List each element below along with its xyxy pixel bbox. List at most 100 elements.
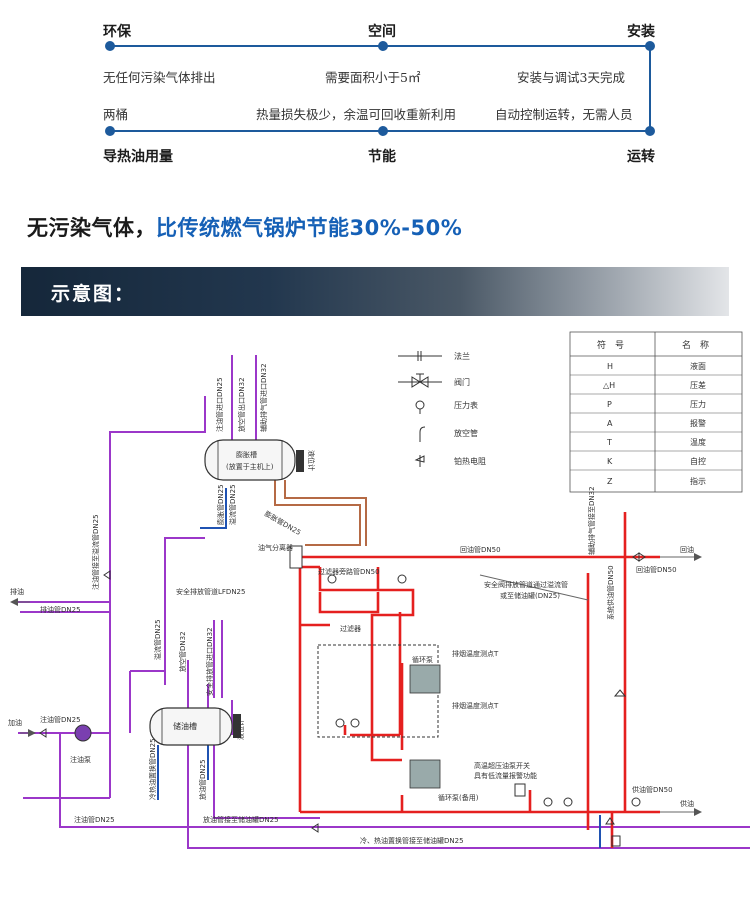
safety-note2: 或至储油罐(DN25) [500,591,560,600]
feature-desc: 需要面积小于5㎡ [325,70,421,85]
expansion-pipe-label: 膨胀管DN25 [263,509,303,537]
symbol-legend: 法兰 阀门 压力表 放空管 铂热电阻 [398,351,486,467]
banner-title: 示意图： [51,283,136,305]
feature-dot [645,41,655,51]
expansion-tank-sublabel: (放置于主机上) [226,462,274,471]
filter-bypass-label: 过滤器旁路管DN50 [318,567,380,576]
legend-symbol: Z [607,477,613,486]
pressure-gauges [327,574,641,807]
brown-pipe [274,480,367,546]
return-main-label: 回油管DN50 [460,545,501,554]
legend-flange-label: 法兰 [454,351,470,361]
purple-pipes [18,355,750,849]
valves [39,552,646,847]
legend-symbol: T [606,438,612,447]
circ-pump-label: 循环泵 [412,655,433,664]
v-l6: 液位计 [236,719,245,740]
supply-label: 供油 [680,799,694,808]
fill-main-label: 注油管DN25 [74,815,115,824]
feature-dot [105,126,115,136]
safety-note1: 安全阀排放管道通过溢流管 [484,580,568,589]
feature-title: 空间 [368,24,396,40]
v-h2: 放空管出口DN32 [237,377,246,432]
feature-title: 环保 [103,24,131,40]
storage-tank: 储油槽 [149,707,241,746]
feature-desc: 无任何污染气体排出 [103,70,216,85]
gas-separator: 油气分离器 [258,543,303,569]
exhaust-label: 排油 [10,587,24,596]
bottom-pipe-label: 冷、热油置换管接至储油罐DN25 [360,836,464,845]
feature-title: 节能 [368,149,396,165]
main-supply-v-label: 系统供油管DN50 [606,565,615,620]
legend-symbol: A [607,419,613,428]
blue-pipes [157,488,601,848]
legend-symbol: △H [603,381,615,390]
headline-part1: 无污染气体， [27,216,156,240]
v-aux: 辅助排气管接至DN32 [587,486,596,555]
schematic-diagram: 符 号 名 称 H 液面 △H 压差 P 压力 A 报警 T 温度 K 自控 Z… [8,331,750,849]
feature-desc: 两桶 [103,107,129,122]
v-h3: 辅助排气管进口DN32 [259,363,268,432]
section-banner: 示意图： [21,267,729,316]
gas-sep-label: 油气分离器 [258,543,293,552]
temp1-label: 排烟温度测点T [452,649,499,658]
feature-dot [105,41,115,51]
feature-desc: 安装与调试3天完成 [517,70,625,85]
legend-symbol: H [607,362,613,371]
level-gauge-label: 液位计 [307,450,316,471]
v-l2: 放空管DN32 [178,631,187,672]
legend-vent-label: 放空管 [454,428,478,438]
fill-pipe-label: 注油管DN25 [40,715,81,724]
expansion-tank: 膨胀槽 (放置于主机上) 液位计 [204,439,316,481]
control-note2: 具有低流量报警功能 [474,771,537,780]
feature-title: 安装 [627,24,655,40]
feature-desc: 热量损失极少，余温可回收重新利用 [256,107,457,122]
legend-name: 自控 [690,456,706,466]
feature-desc: 自动控制运转，无需人员 [495,107,633,122]
legend-symbol: K [607,457,613,466]
fill-pump-icon: 注油泵 [70,724,92,764]
legend-table: 符 号 名 称 H 液面 △H 压差 P 压力 A 报警 T 温度 K 自控 Z… [569,331,743,493]
v-fill-overflow: 注油管接至溢流管DN25 [91,514,100,590]
v-l1: 溢流管DN25 [153,619,162,660]
v-l3: 安全排放管进口DN32 [205,627,214,696]
feature-title: 导热油用量 [103,149,173,165]
legend-symbol: P [607,400,612,409]
headline-part2: 比传统燃气锅炉节能30%-50% [156,216,463,240]
legend-valve-label: 阀门 [454,377,470,387]
furnace-box: 循环泵 循环泵(备用) 排烟温度测点T 排烟温度测点T [317,644,499,802]
feature-dot [645,126,655,136]
legend-name: 温度 [690,437,706,447]
storage-tank-label: 储油槽 [173,721,197,731]
feature-line-right [649,45,651,132]
legend-name: 压差 [690,380,706,390]
v-l5: 放油管DN25 [198,759,207,800]
control-note1: 高温超压油泵开关 [474,761,530,770]
v-h5: 溢流管DN25 [228,484,237,525]
legend-pt-label: 铂热电阻 [454,456,486,466]
feature-dot [378,126,388,136]
legend-name: 液面 [690,361,706,371]
feature-dot [378,41,388,51]
v-h1: 注油管进口DN25 [215,377,224,432]
fill-pump-label: 注油泵 [70,755,91,764]
safety-pipe-label: 安全排放管道LFDN25 [176,587,245,596]
drain-low-label: 放油管接至储油罐DN25 [203,815,279,824]
temp2-label: 排烟温度测点T [452,701,499,710]
return-left-label: 回油管DN50 [636,565,677,574]
supply-main-label: 供油管DN50 [632,785,673,794]
legend-name: 指示 [690,476,706,486]
exhaust-pipe-label: 排油管DN25 [40,605,81,614]
v-l4: 冷热油置换管DN25 [148,738,157,800]
grey-lines [10,553,702,816]
legend-gauge-label: 压力表 [454,400,478,410]
circ-pump2-label: 循环泵(备用) [438,793,479,802]
red-pipes [298,512,660,848]
feature-strip: 环保 空间 安装 无任何污染气体排出 需要面积小于5㎡ 安装与调试3天完成 两桶… [0,0,750,180]
legend-header: 名 称 [682,339,709,351]
feature-title: 运转 [627,149,655,165]
filter-label: 过滤器 [340,624,361,633]
legend-name: 压力 [690,399,706,409]
legend-name: 报警 [690,418,706,428]
headline: 无污染气体，比传统燃气锅炉节能30%-50% [27,212,462,242]
